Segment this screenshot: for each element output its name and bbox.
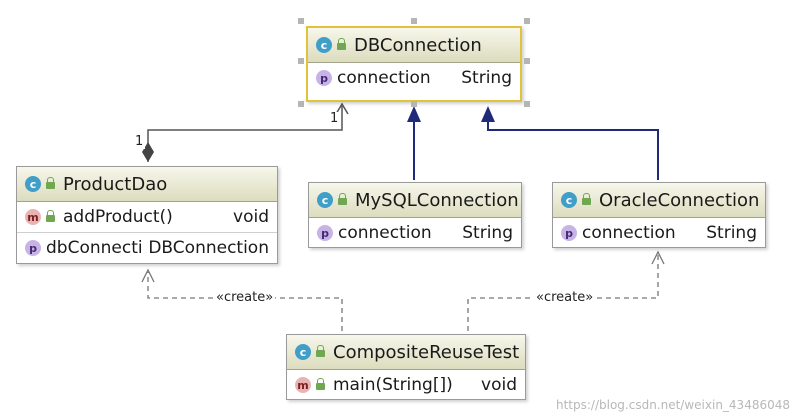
property-icon: p [317, 225, 333, 241]
selection-handle[interactable] [524, 58, 530, 64]
watermark: https://blog.csdn.net/weixin_43486048 [555, 398, 790, 412]
field-type: String [461, 68, 512, 88]
composition-line [147, 106, 343, 162]
field-type: DBConnection [148, 238, 269, 258]
class-name: DBConnection [354, 34, 482, 56]
field-row[interactable]: p connection String [308, 63, 520, 93]
class-icon: c [25, 176, 41, 192]
class-mysqlconnection[interactable]: c MySQLConnection p connection String [308, 182, 522, 248]
class-header: c OracleConnection [553, 183, 765, 218]
selection-handle[interactable] [411, 101, 417, 107]
field-name: connection [338, 223, 432, 243]
method-icon: m [25, 209, 41, 225]
property-icon: p [561, 225, 577, 241]
multiplicity-label-source: 1 [133, 134, 146, 149]
public-visibility-icon [338, 192, 347, 205]
class-header: c CompositeReuseTest [287, 335, 525, 370]
inheritance-line-oracle [487, 120, 659, 180]
public-visibility-icon [316, 344, 325, 357]
public-visibility-icon [582, 192, 591, 205]
class-icon: c [317, 192, 333, 208]
property-icon: p [25, 240, 41, 256]
method-name: addProduct() [63, 207, 173, 227]
class-dbconnection[interactable]: c DBConnection p connection String [306, 26, 522, 102]
method-row[interactable]: m main(String[]) void [287, 370, 525, 400]
create-stereotype-label: «create» [534, 290, 596, 305]
selection-handle[interactable] [524, 101, 530, 107]
inheritance-arrowhead-mysql [407, 106, 421, 122]
class-name: ProductDao [63, 173, 168, 195]
property-icon: p [316, 70, 332, 86]
class-name: OracleConnection [599, 189, 760, 211]
dependency-arrowhead-productdao [141, 268, 155, 283]
field-name: connection [582, 223, 676, 243]
inheritance-arrowhead-oracle [481, 106, 495, 122]
field-type: String [706, 223, 757, 243]
class-icon: c [316, 37, 332, 53]
selection-handle[interactable] [298, 18, 304, 24]
public-visibility-icon [46, 176, 55, 189]
class-icon: c [295, 344, 311, 360]
selection-handle[interactable] [298, 101, 304, 107]
field-name: connection [337, 68, 431, 88]
class-productdao[interactable]: c ProductDao m addProduct() void p dbCon… [16, 166, 278, 264]
field-name: dbConnection [46, 238, 143, 258]
public-visibility-icon [316, 377, 325, 390]
field-type: String [462, 223, 513, 243]
selection-handle[interactable] [524, 18, 530, 24]
field-row[interactable]: p connection String [553, 218, 765, 248]
public-visibility-icon [46, 209, 55, 222]
class-compositereusetest[interactable]: c CompositeReuseTest m main(String[]) vo… [286, 334, 526, 400]
method-return-type: void [233, 207, 269, 227]
multiplicity-label-target: 1 [328, 111, 341, 126]
selection-handle[interactable] [411, 18, 417, 24]
dependency-arrowhead-oracle [651, 250, 665, 265]
create-stereotype-label: «create» [214, 290, 276, 305]
method-icon: m [295, 377, 311, 393]
class-header: c ProductDao [17, 167, 277, 202]
method-return-type: void [481, 375, 517, 395]
public-visibility-icon [337, 37, 346, 50]
class-name: CompositeReuseTest [333, 341, 520, 363]
class-icon: c [561, 192, 577, 208]
composition-arrowhead [335, 102, 349, 115]
class-header: c MySQLConnection [309, 183, 521, 218]
method-row[interactable]: m addProduct() void [17, 202, 277, 233]
field-row[interactable]: p dbConnection DBConnection [17, 233, 277, 263]
class-header: c DBConnection [308, 28, 520, 63]
selection-handle[interactable] [298, 58, 304, 64]
field-row[interactable]: p connection String [309, 218, 521, 248]
class-oracleconnection[interactable]: c OracleConnection p connection String [552, 182, 766, 248]
class-name: MySQLConnection [355, 189, 519, 211]
method-name: main(String[]) [333, 375, 453, 395]
